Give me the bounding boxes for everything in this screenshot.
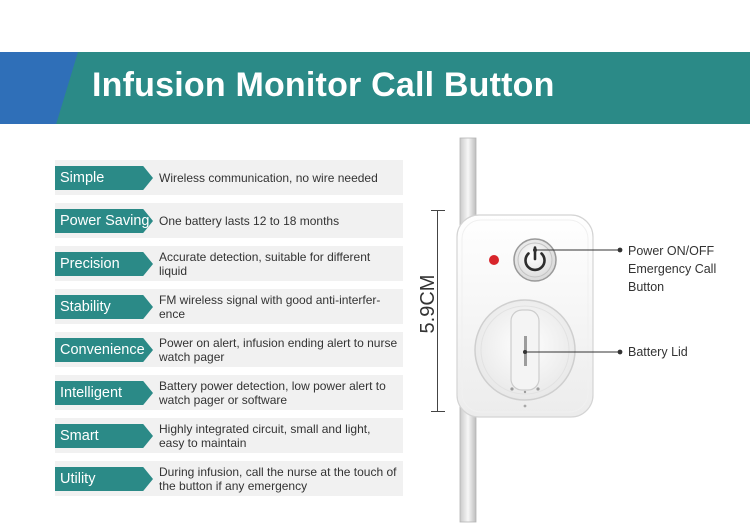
callout-power-label: Power ON/OFF Emergency Call Button [628, 244, 717, 294]
feature-desc: Highly integrated circuit, small and lig… [159, 421, 371, 450]
feature-desc: FM wireless signal with good anti-interf… [159, 292, 381, 321]
feature-tag: Smart [55, 424, 153, 448]
callout-battery-line [523, 349, 623, 355]
feature-tag: Precision [55, 252, 153, 276]
dimension-line [437, 210, 438, 412]
feature-row: Intelligent Battery power detection, low… [55, 375, 403, 410]
feature-desc: During infusion, call the nurse at the t… [159, 464, 397, 493]
feature-row: Power Saving One battery lasts 12 to 18 … [55, 203, 403, 238]
feature-tag: Simple [55, 166, 153, 190]
feature-tag: Intelligent [55, 381, 153, 405]
feature-desc: Accurate detection, suitable for differe… [159, 249, 371, 278]
device-dot [523, 404, 527, 408]
feature-tag: Stability [55, 295, 153, 319]
feature-row: Precision Accurate detection, suitable f… [55, 246, 403, 281]
feature-row: Convenience Power on alert, infusion end… [55, 332, 403, 367]
feature-row: Smart Highly integrated circuit, small a… [55, 418, 403, 453]
page-title: Infusion Monitor Call Button [92, 66, 555, 104]
callout-battery-label: Battery Lid [628, 345, 688, 359]
title-banner: Infusion Monitor Call Button [0, 52, 750, 124]
feature-desc: Wireless communication, no wire needed [159, 170, 378, 185]
feature-row: Utility During infusion, call the nurse … [55, 461, 403, 496]
feature-desc: Power on alert, infusion ending alert to… [159, 335, 398, 364]
feature-desc: Battery power detection, low power alert… [159, 378, 386, 407]
feature-row: Stability FM wireless signal with good a… [55, 289, 403, 324]
callout-power-line [533, 247, 623, 253]
dimension-cap-top [431, 210, 445, 211]
indicator-light [489, 255, 499, 265]
feature-tag: Utility [55, 467, 153, 491]
feature-desc: One battery lasts 12 to 18 months [159, 213, 340, 228]
feature-tag: Power Saving [55, 209, 153, 233]
dimension-cap-bottom [431, 411, 445, 412]
feature-tag: Convenience [55, 338, 153, 362]
feature-row: Simple Wireless communication, no wire n… [55, 160, 403, 195]
